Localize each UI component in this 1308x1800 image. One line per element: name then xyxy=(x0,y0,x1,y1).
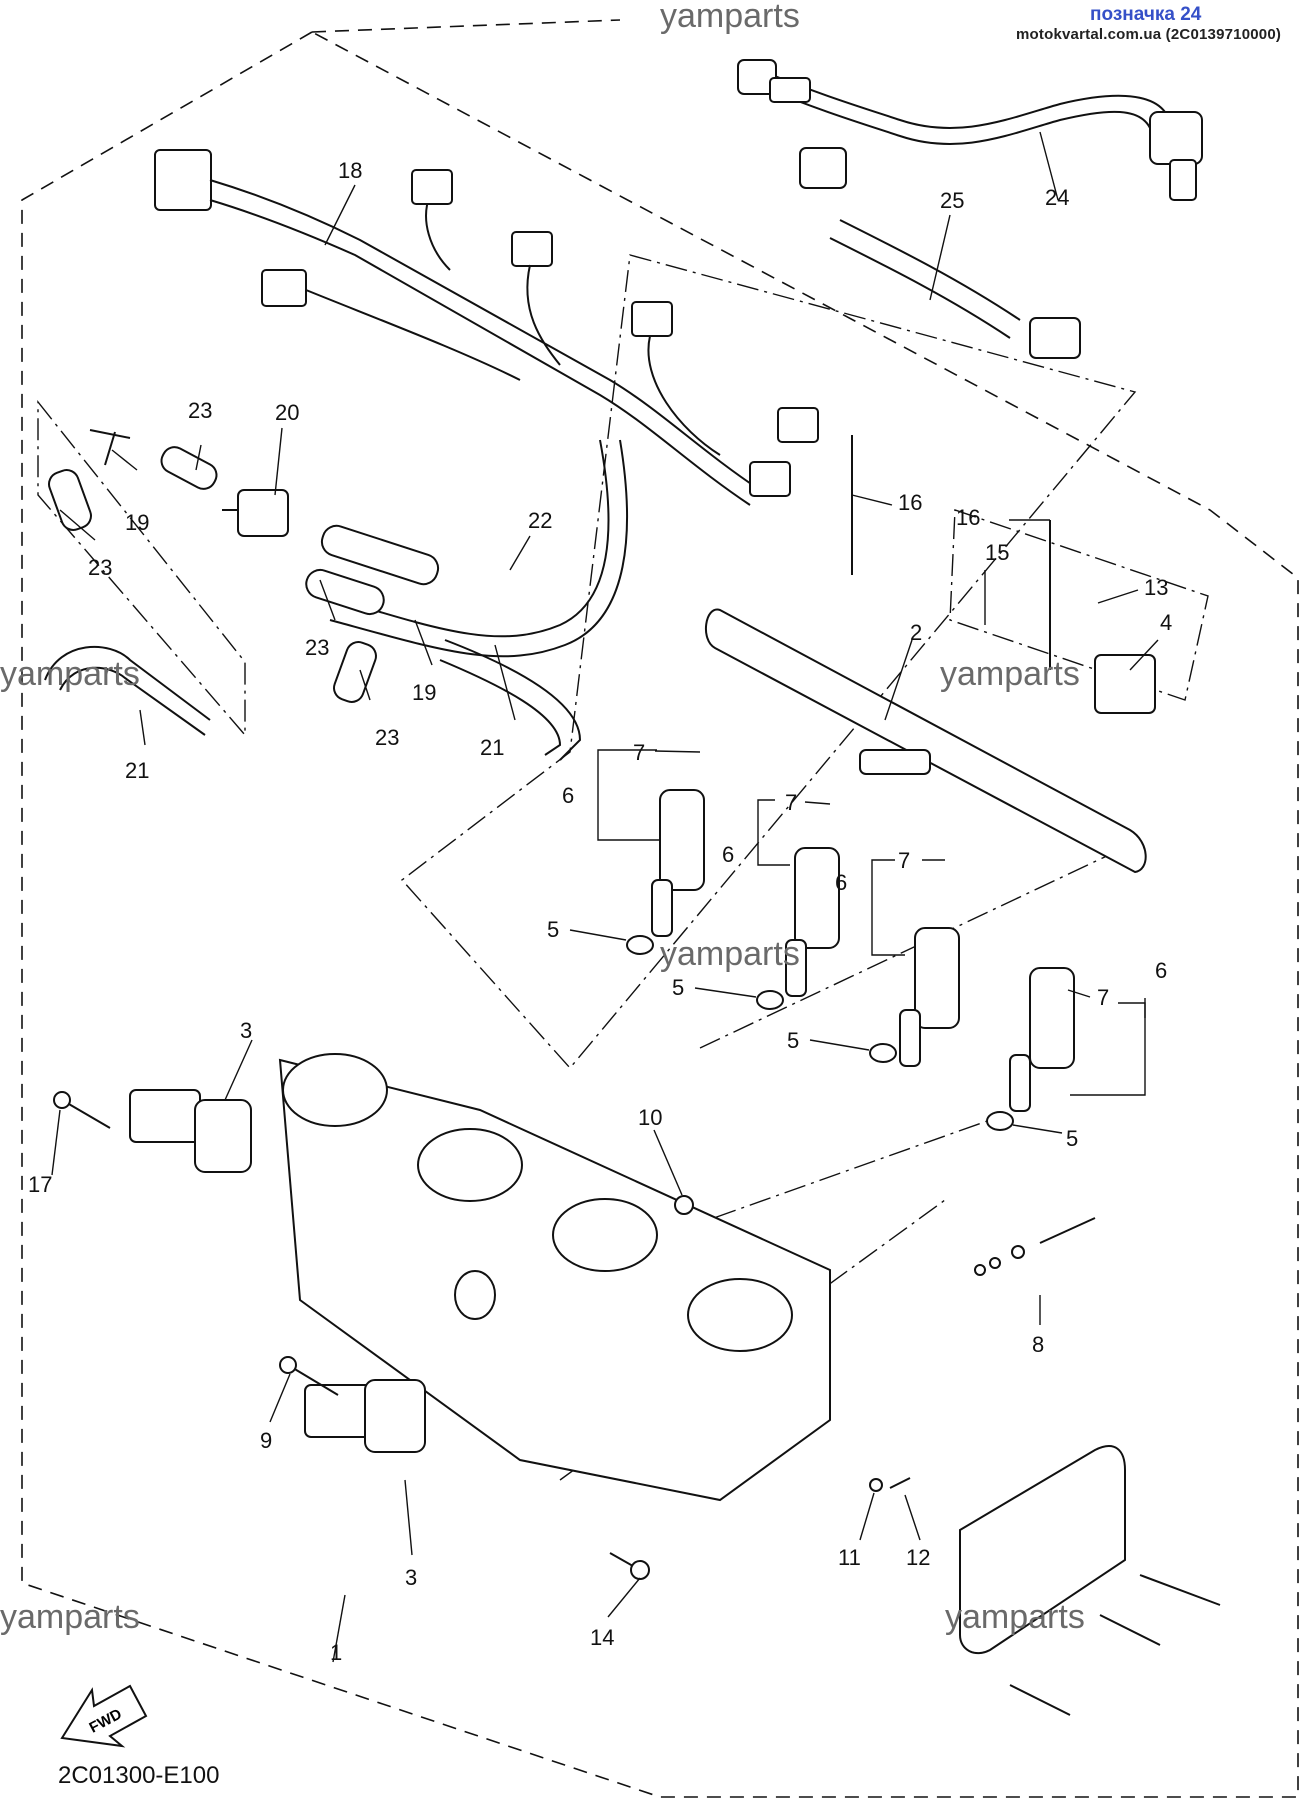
callout-7d: 7 xyxy=(1097,985,1109,1010)
callout-22: 22 xyxy=(528,508,552,533)
watermark-left: yamparts xyxy=(0,655,140,693)
callout-16b: 16 xyxy=(956,505,980,530)
watermark-center: yamparts xyxy=(660,935,800,973)
callout-23c: 23 xyxy=(305,635,329,660)
callout-6a: 6 xyxy=(562,783,574,808)
hose-22 xyxy=(339,439,610,638)
watermark-right: yamparts xyxy=(940,655,1080,693)
callout-23d: 23 xyxy=(375,725,399,750)
sensor-group-box xyxy=(949,509,1209,701)
callout-6b: 6 xyxy=(722,842,734,867)
callout-5c: 5 xyxy=(787,1028,799,1053)
callout-3a: 3 xyxy=(240,1018,252,1043)
callout-5b: 5 xyxy=(672,975,684,1000)
callout-6c: 6 xyxy=(835,870,847,895)
header-link[interactable]: позначка 24 xyxy=(1090,4,1202,25)
callout-16a: 16 xyxy=(898,490,922,515)
callout-labels: 1 2 3 3 4 5 5 5 5 6 6 6 6 7 7 7 7 8 9 10… xyxy=(28,158,1172,1665)
callout-5d: 5 xyxy=(1066,1126,1078,1151)
sensor-4 xyxy=(1094,654,1156,714)
hose-group-left xyxy=(44,429,218,736)
fuel-hose-24 xyxy=(737,59,1203,201)
watermark-top: yamparts xyxy=(660,0,800,35)
assembly-boundary xyxy=(21,31,1299,1798)
nut-10 xyxy=(674,1195,694,1215)
callout-17: 17 xyxy=(28,1172,52,1197)
callout-15: 15 xyxy=(985,540,1009,565)
throttle-body-1 xyxy=(278,1053,831,1502)
callout-3b: 3 xyxy=(405,1565,417,1590)
callout-21b: 21 xyxy=(480,735,504,760)
callout-7c: 7 xyxy=(898,848,910,873)
header-site-text: motokvartal.com.ua (2C0139710000) xyxy=(1016,26,1282,43)
callout-20: 20 xyxy=(275,400,299,425)
sensors-3 xyxy=(129,1089,426,1453)
callout-4: 4 xyxy=(1160,610,1172,635)
assembly-boundary-top xyxy=(311,19,621,33)
watermark-bottom-left: yamparts xyxy=(0,1598,140,1636)
fwd-arrow: FWD xyxy=(60,1684,148,1748)
callout-23b: 23 xyxy=(88,555,112,580)
callout-19b: 19 xyxy=(412,680,436,705)
washer-11 xyxy=(869,1478,883,1492)
callout-7b: 7 xyxy=(785,790,797,815)
spring-12 xyxy=(889,1477,911,1489)
watermarks: yamparts yamparts yamparts yamparts yamp… xyxy=(0,0,1085,1636)
watermark-bottom-right: yamparts xyxy=(945,1598,1085,1636)
callout-5a: 5 xyxy=(547,917,559,942)
injectors-6 xyxy=(651,789,1075,1112)
valve-20 xyxy=(222,489,582,761)
callout-23a: 23 xyxy=(188,398,212,423)
callout-1: 1 xyxy=(330,1640,342,1665)
callout-24: 24 xyxy=(1045,185,1069,210)
callout-10: 10 xyxy=(638,1105,662,1130)
callout-11: 11 xyxy=(838,1545,861,1570)
screws xyxy=(53,1091,1096,1580)
leader-lines xyxy=(51,131,1159,1663)
figure-code: 2C01300-E100 xyxy=(58,1762,220,1789)
fuel-hose-25 xyxy=(799,147,1081,359)
callout-14: 14 xyxy=(590,1625,614,1650)
callout-18: 18 xyxy=(338,158,362,183)
callout-13: 13 xyxy=(1144,575,1168,600)
throttle-cover xyxy=(959,1445,1221,1716)
callout-6d: 6 xyxy=(1155,958,1167,983)
seals-5 xyxy=(626,935,1014,1131)
callout-25: 25 xyxy=(940,188,964,213)
hose-22-inner xyxy=(329,439,628,658)
callout-2: 2 xyxy=(910,620,922,645)
callout-12: 12 xyxy=(906,1545,930,1570)
callout-8: 8 xyxy=(1032,1332,1044,1357)
callout-7a: 7 xyxy=(633,740,645,765)
hose-group-box xyxy=(37,399,246,737)
wiring-group-box xyxy=(400,254,1137,1070)
callout-9: 9 xyxy=(260,1428,272,1453)
screw-lead-line xyxy=(679,1119,991,1231)
fuel-rail-2 xyxy=(704,608,1147,874)
callout-21a: 21 xyxy=(125,758,149,783)
wire-harness-18 xyxy=(154,149,819,506)
callout-19a: 19 xyxy=(125,510,149,535)
